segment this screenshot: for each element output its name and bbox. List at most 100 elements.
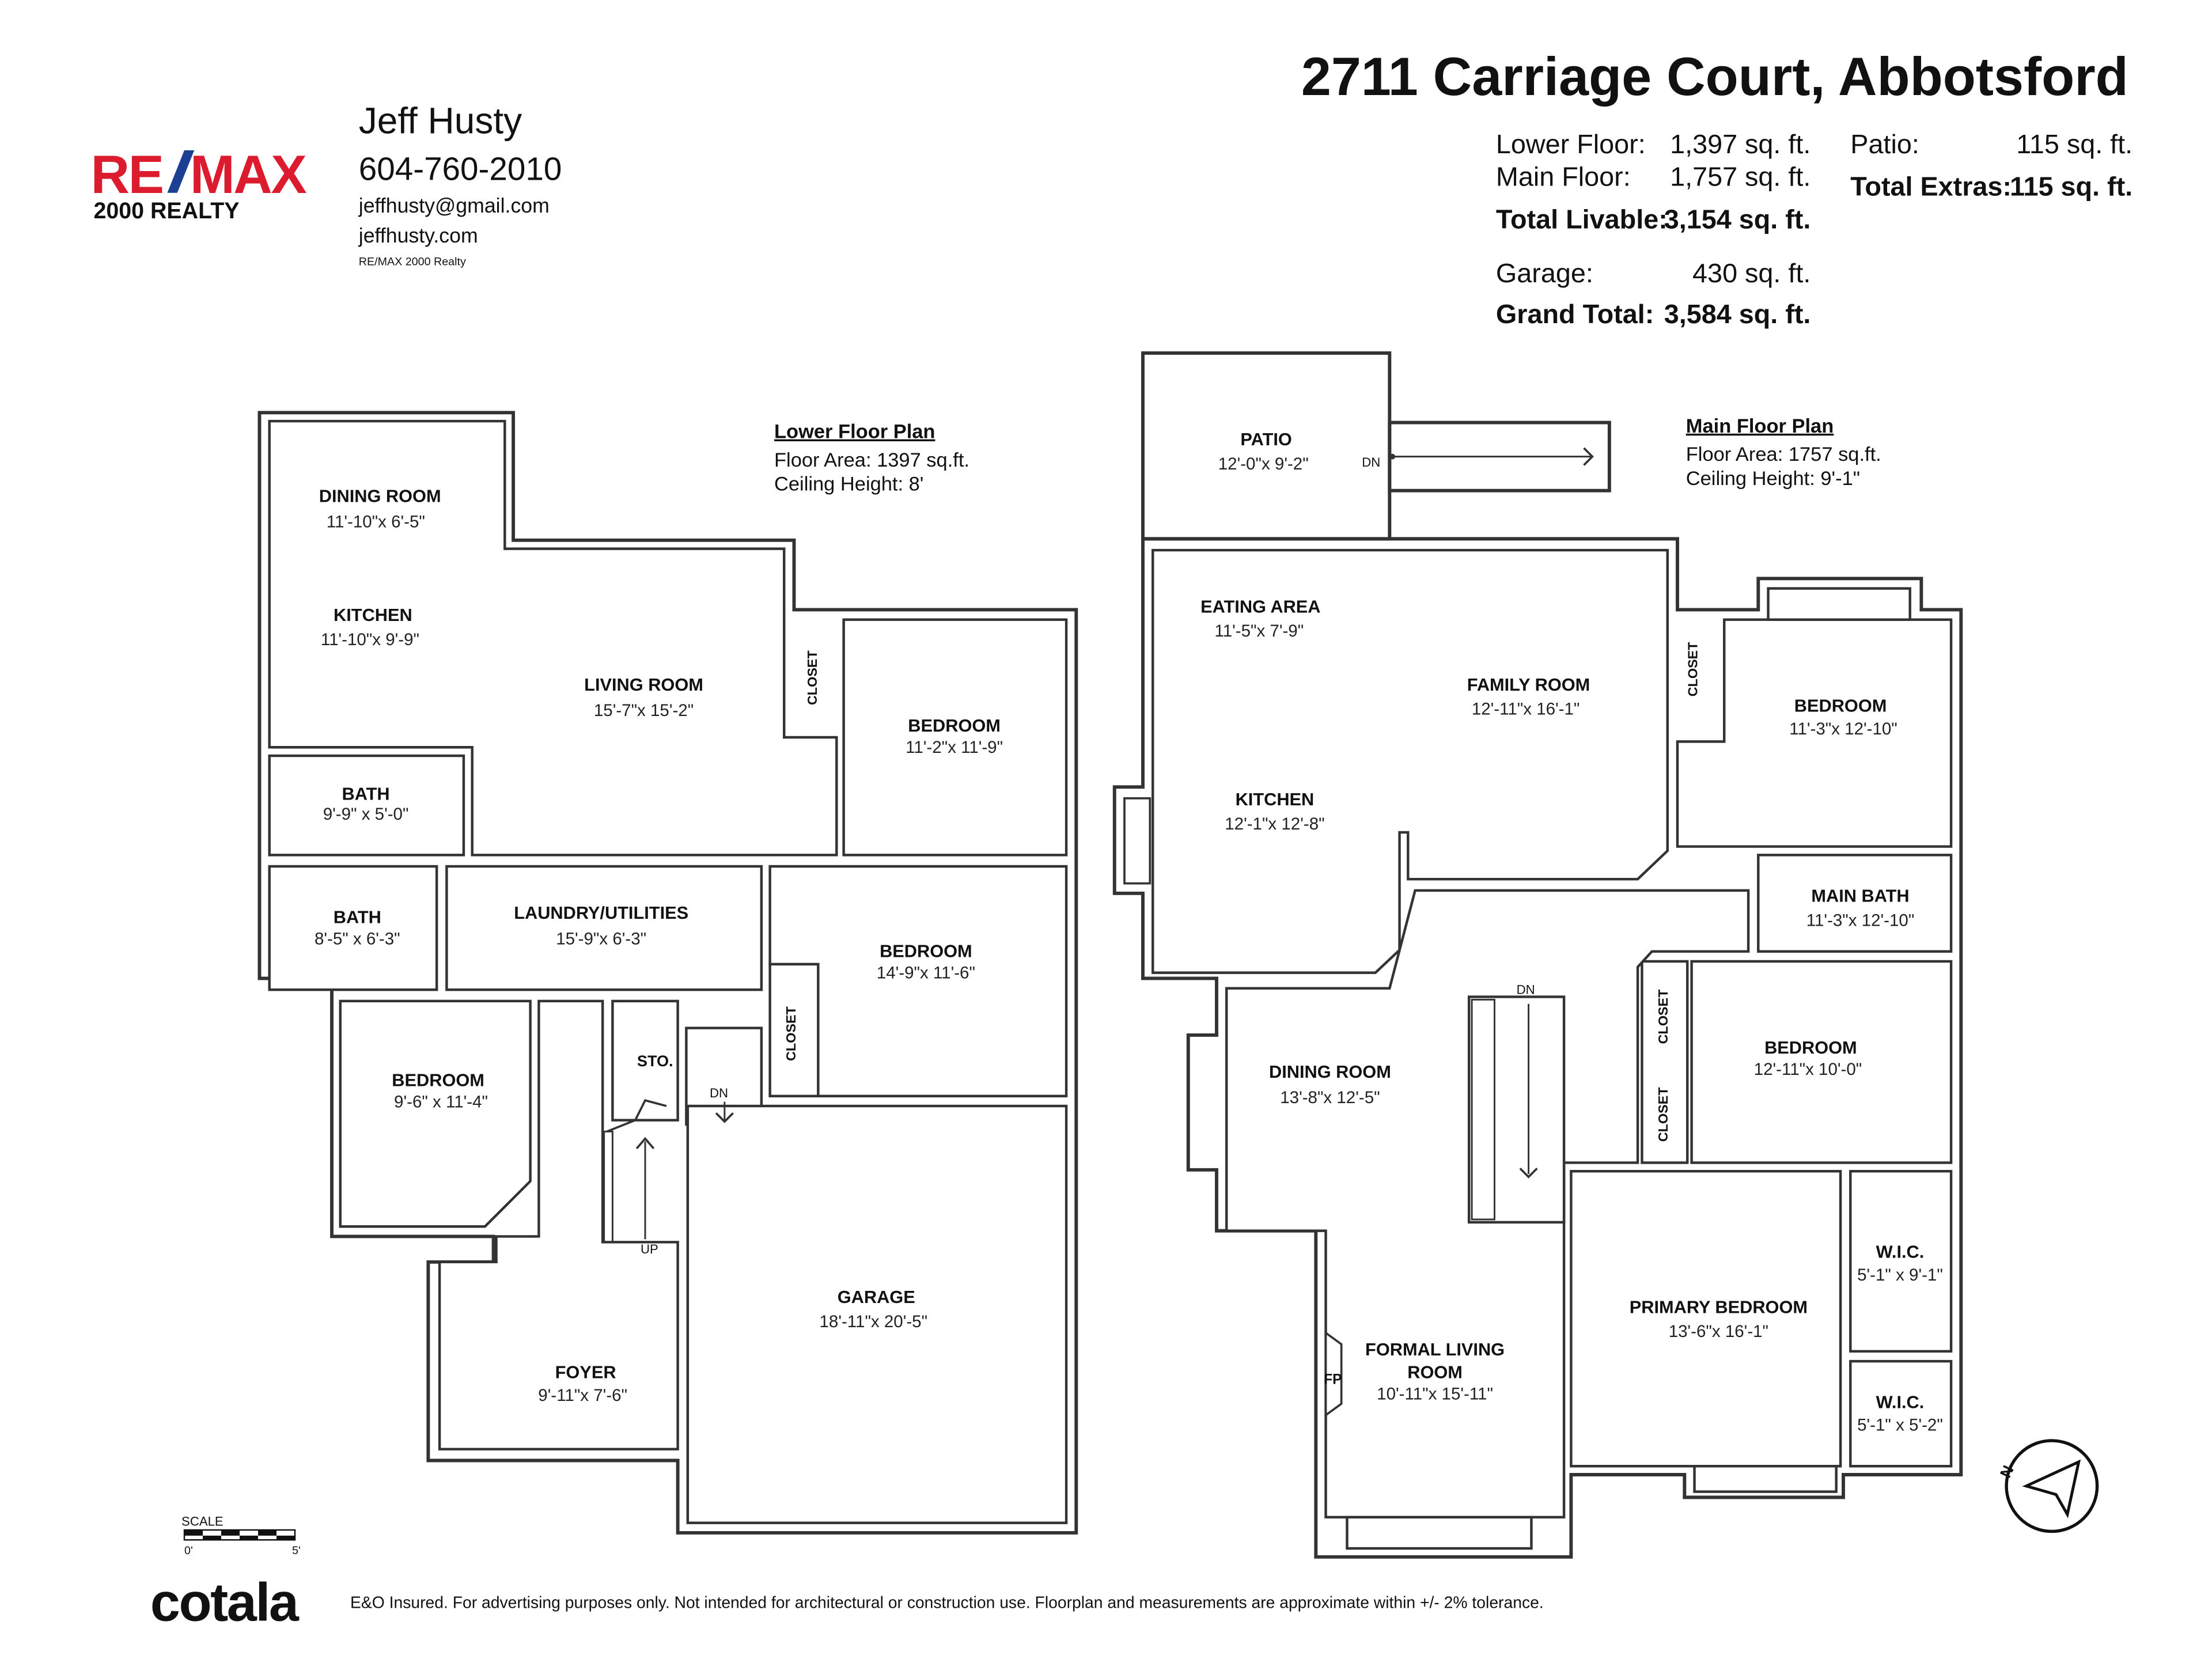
closet-label: CLOSET: [783, 1006, 798, 1061]
room-label: KITCHEN 11'-10"x 9'-9": [321, 605, 419, 649]
svg-text:9'-9" x 5'-0": 9'-9" x 5'-0": [323, 805, 409, 824]
svg-text:LIVING ROOM: LIVING ROOM: [584, 675, 703, 695]
scale-label: SCALE: [181, 1514, 224, 1529]
main-floor-ceiling: Ceiling Height: 9'-1": [1686, 468, 1860, 490]
patio-label: Patio:: [1850, 129, 1919, 159]
agent-website[interactable]: jeffhusty.com: [358, 224, 478, 247]
svg-text:11'-3"x 12'-10": 11'-3"x 12'-10": [1789, 719, 1897, 738]
north-compass: N: [1996, 1439, 2099, 1533]
total-livable-label: Total Livable:: [1496, 204, 1668, 234]
main-floor-value: 1,757 sq. ft.: [1670, 161, 1810, 191]
svg-text:5'-1" x 9'-1": 5'-1" x 9'-1": [1857, 1266, 1943, 1285]
svg-text:W.I.C.: W.I.C.: [1876, 1241, 1925, 1262]
svg-text:KITCHEN: KITCHEN: [1236, 789, 1315, 809]
svg-text:15'-7"x 15'-2": 15'-7"x 15'-2": [594, 701, 694, 720]
scale-bar: SCALE 0' 5': [181, 1514, 301, 1557]
main-floor-heading: Main Floor Plan: [1686, 415, 1834, 437]
agent-email[interactable]: jeffhusty@gmail.com: [358, 194, 550, 217]
main-floor-label: Main Floor:: [1496, 161, 1631, 191]
disclaimer: E&O Insured. For advertising purposes on…: [350, 1593, 1544, 1611]
lower-floor-ceiling: Ceiling Height: 8': [774, 474, 923, 495]
scale-max: 5': [292, 1544, 301, 1557]
closet-label: CLOSET: [805, 650, 820, 705]
room-label: LIVING ROOM 15'-7"x 15'-2": [584, 675, 703, 720]
svg-text:ROOM: ROOM: [1407, 1362, 1463, 1382]
svg-text:14'-9"x 11'-6": 14'-9"x 11'-6": [877, 963, 975, 982]
closet-label: CLOSET: [1656, 1087, 1671, 1142]
grand-total-label: Grand Total:: [1496, 299, 1654, 329]
svg-text:11'-5"x 7'-9": 11'-5"x 7'-9": [1214, 622, 1304, 641]
room-label: LAUNDRY/UTILITIES 15'-9"x 6'-3": [514, 903, 688, 948]
room-label: FOYER 9'-11"x 7'-6": [538, 1362, 627, 1405]
svg-text:11'-10"x 9'-9": 11'-10"x 9'-9": [321, 630, 419, 649]
svg-text:12'-11"x 10'-0": 12'-11"x 10'-0": [1754, 1060, 1862, 1079]
cotala-logo: cotala: [150, 1572, 300, 1633]
svg-text:FAMILY ROOM: FAMILY ROOM: [1467, 675, 1590, 695]
svg-text:FORMAL LIVING: FORMAL LIVING: [1365, 1339, 1505, 1359]
svg-text:BEDROOM: BEDROOM: [1794, 696, 1887, 716]
total-livable-value: 3,154 sq. ft.: [1664, 204, 1811, 234]
room-label: GARAGE 18'-11"x 20'-5": [820, 1287, 928, 1331]
svg-text:13'-8"x 12'-5": 13'-8"x 12'-5": [1280, 1088, 1380, 1107]
garage-label: Garage:: [1496, 258, 1593, 288]
lower-floor-heading: Lower Floor Plan: [774, 421, 935, 443]
lower-floor-value: 1,397 sq. ft.: [1670, 129, 1810, 159]
svg-text:GARAGE: GARAGE: [838, 1287, 915, 1307]
svg-text:LAUNDRY/UTILITIES: LAUNDRY/UTILITIES: [514, 903, 688, 923]
lower-floor-area: Floor Area: 1397 sq.ft.: [774, 449, 969, 471]
patio-value: 115 sq. ft.: [2016, 129, 2133, 159]
agent-brokerage: RE/MAX 2000 Realty: [359, 255, 466, 268]
stairs-up-label: UP: [641, 1242, 658, 1256]
property-title: 2711 Carriage Court, Abbotsford: [1301, 46, 2128, 107]
svg-text:PATIO: PATIO: [1240, 429, 1291, 449]
closet-label: CLOSET: [1685, 642, 1700, 697]
svg-text:BATH: BATH: [334, 907, 381, 927]
svg-text:RE: RE: [91, 144, 163, 204]
room-label: BEDROOM 14'-9"x 11'-6": [877, 941, 975, 983]
svg-text:9'-11"x 7'-6": 9'-11"x 7'-6": [538, 1386, 627, 1405]
brand-subtitle: 2000 REALTY: [93, 198, 239, 224]
room-label: PATIO 12'-0"x 9'-2": [1218, 429, 1309, 474]
patio-stairs-down-label: DN: [1362, 455, 1380, 469]
svg-text:5'-1" x 5'-2": 5'-1" x 5'-2": [1857, 1416, 1943, 1435]
area-summary: Lower Floor: 1,397 sq. ft. Main Floor: 1…: [1496, 129, 2133, 329]
svg-text:13'-6"x 16'-1": 13'-6"x 16'-1": [1669, 1322, 1768, 1341]
total-extras-label: Total Extras:: [1850, 172, 2012, 202]
closet-label: CLOSET: [1656, 989, 1671, 1044]
grand-total-value: 3,584 sq. ft.: [1664, 299, 1811, 329]
stairs-down-label: DN: [710, 1086, 728, 1100]
svg-text:KITCHEN: KITCHEN: [334, 605, 412, 625]
fireplace-label: FP: [1324, 1372, 1342, 1387]
svg-text:MAX: MAX: [190, 144, 307, 204]
svg-text:MAIN BATH: MAIN BATH: [1811, 886, 1909, 906]
svg-text:FOYER: FOYER: [555, 1362, 616, 1382]
lower-floor-label: Lower Floor:: [1496, 129, 1646, 159]
agent-phone[interactable]: 604-760-2010: [359, 151, 562, 187]
storage-label: STO.: [637, 1052, 673, 1070]
scale-min: 0': [184, 1544, 193, 1557]
main-floor-plan: Main Floor Plan Floor Area: 1757 sq.ft. …: [1112, 351, 1963, 1559]
svg-text:EATING AREA: EATING AREA: [1200, 596, 1320, 616]
svg-text:BEDROOM: BEDROOM: [880, 941, 972, 961]
remax-logo: RE MAX 2000 REALTY: [91, 144, 308, 224]
svg-text:12'-1"x 12'-8": 12'-1"x 12'-8": [1225, 815, 1324, 834]
agent-name: Jeff Husty: [359, 100, 522, 141]
room-label: KITCHEN 12'-1"x 12'-8": [1225, 789, 1324, 834]
garage-value: 430 sq. ft.: [1692, 258, 1810, 288]
room-label: BEDROOM 11'-3"x 12'-10": [1789, 696, 1897, 738]
svg-text:18'-11"x 20'-5": 18'-11"x 20'-5": [820, 1312, 928, 1331]
room-label: W.I.C.5'-1" x 5'-2": [1857, 1392, 1943, 1434]
svg-text:15'-9"x 6'-3": 15'-9"x 6'-3": [556, 929, 646, 948]
svg-text:12'-0"x 9'-2": 12'-0"x 9'-2": [1218, 454, 1309, 474]
svg-text:12'-11"x 16'-1": 12'-11"x 16'-1": [1472, 700, 1580, 719]
